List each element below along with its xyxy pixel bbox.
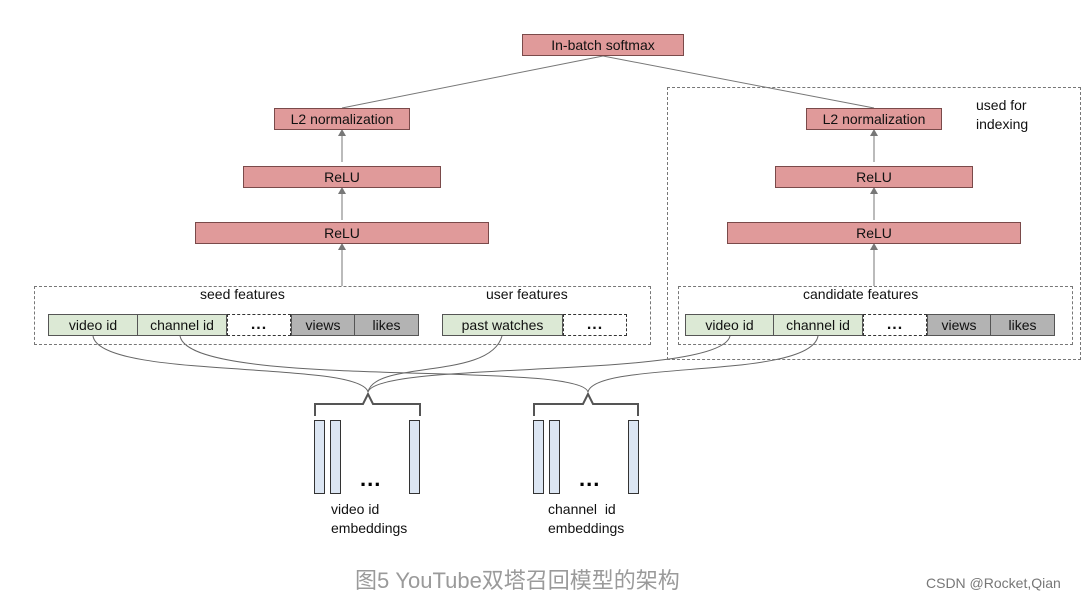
user-features-label: user features: [486, 286, 568, 302]
left-relu-lower-box: ReLU: [195, 222, 489, 244]
seed-features-label: seed features: [200, 286, 285, 302]
left-channel-id-feature: channel id: [137, 314, 227, 336]
video-id-embeddings-label: video id embeddings: [331, 501, 408, 536]
figure-caption: 图5 YouTube双塔召回模型的架构: [355, 568, 680, 593]
right-channel-id-feature: channel id: [773, 314, 863, 336]
left-likes-feature: likes: [354, 314, 419, 336]
left-relu-upper-box: ReLU: [243, 166, 441, 188]
video-embedding-ellipsis: ...: [360, 466, 382, 491]
channel-id-embeddings-label: channel id embeddings: [548, 501, 625, 536]
in-batch-softmax-box: In-batch softmax: [522, 34, 684, 56]
channel-embeddings-brace: [533, 391, 639, 416]
left-video-id-feature: video id: [48, 314, 138, 336]
candidate-features-region: [678, 286, 1073, 345]
left-l2-normalization-box: L2 normalization: [274, 108, 410, 130]
left-views-feature: views: [291, 314, 355, 336]
link-left-channel-id: [179, 335, 589, 393]
link-candidate-video-id: [367, 335, 731, 393]
video-embedding-bar-2: [330, 420, 341, 494]
right-relu-upper-box: ReLU: [775, 166, 973, 188]
left-more-features-placeholder: ...: [227, 314, 291, 336]
used-for-indexing-note: used for indexing: [976, 97, 1029, 132]
link-left-video-id: [92, 335, 369, 393]
link-candidate-channel-id: [587, 335, 819, 393]
right-video-id-feature: video id: [685, 314, 774, 336]
channel-embedding-ellipsis: ...: [579, 466, 601, 491]
indexing-region: [667, 87, 1081, 360]
link-past-watches: [367, 335, 503, 393]
video-embedding-bar-1: [314, 420, 325, 494]
right-likes-feature: likes: [990, 314, 1055, 336]
user-more-features-placeholder: ...: [563, 314, 627, 336]
right-views-feature: views: [927, 314, 991, 336]
video-embeddings-brace: [314, 391, 421, 416]
seed-user-features-region: [34, 286, 651, 345]
right-more-features-placeholder: ...: [863, 314, 927, 336]
softmax-to-left-line: [341, 55, 604, 109]
candidate-features-label: candidate features: [803, 286, 919, 302]
right-l2-normalization-box: L2 normalization: [806, 108, 942, 130]
past-watches-feature: past watches: [442, 314, 563, 336]
channel-embedding-bar-1: [533, 420, 544, 494]
channel-embedding-bar-3: [628, 420, 639, 494]
softmax-to-right-line: [602, 55, 875, 109]
watermark: CSDN @Rocket,Qian: [926, 575, 1061, 591]
right-relu-lower-box: ReLU: [727, 222, 1021, 244]
video-embedding-bar-3: [409, 420, 420, 494]
channel-embedding-bar-2: [549, 420, 560, 494]
